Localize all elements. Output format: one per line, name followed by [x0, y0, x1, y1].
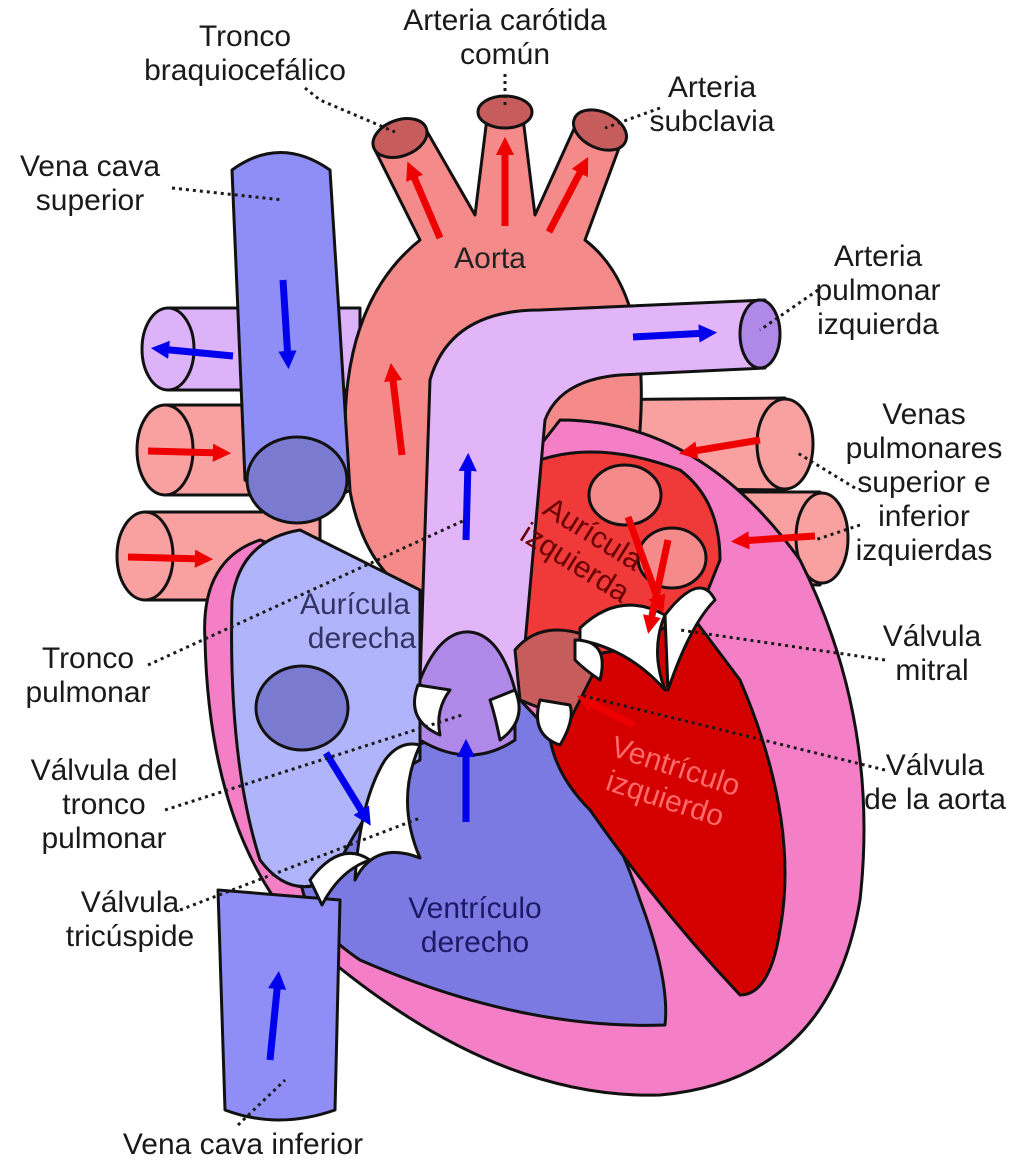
svg-text:Tronco: Tronco: [199, 20, 291, 53]
svg-text:superior: superior: [36, 184, 144, 217]
flow-arrow: [283, 280, 288, 360]
label-arteria-subclavia: Arteria subclavia: [649, 71, 774, 138]
svg-text:Arteria: Arteria: [668, 71, 757, 104]
svg-text:tricúspide: tricúspide: [66, 920, 194, 953]
svg-text:común: común: [460, 38, 550, 71]
svg-text:Válvula: Válvula: [886, 749, 985, 782]
svg-text:Válvula del: Válvula del: [31, 754, 178, 787]
svg-text:tronco: tronco: [62, 788, 145, 821]
svg-text:derecha: derecha: [308, 622, 417, 655]
label-auricula-derecha: Aurícula derecha: [300, 588, 417, 655]
label-venas-pulmonares: Venas pulmonares superior e inferior izq…: [846, 398, 1003, 567]
svg-text:de la aorta: de la aorta: [864, 783, 1006, 816]
label-ventriculo-derecho: Ventrículo derecho: [408, 892, 541, 959]
flow-arrow: [633, 333, 708, 337]
svg-text:Ventrículo: Ventrículo: [408, 892, 541, 925]
svg-text:mitral: mitral: [895, 654, 968, 687]
label-valvula-aorta: Válvula de la aorta: [864, 749, 1006, 816]
label-valvula-mitral: Válvula mitral: [883, 620, 982, 687]
svg-text:Tronco: Tronco: [42, 642, 134, 675]
left-pulmonary-artery-opening: [740, 300, 780, 368]
svg-text:izquierdas: izquierdas: [856, 534, 993, 567]
flow-arrow: [128, 557, 204, 559]
label-valvula-tricuspide: Válvula tricúspide: [66, 886, 194, 953]
svg-text:Aurícula: Aurícula: [300, 588, 410, 621]
svg-text:izquierda: izquierda: [817, 308, 939, 341]
svg-text:subclavia: subclavia: [649, 105, 774, 138]
flow-arrow: [740, 536, 815, 541]
label-arteria-pulmonar-izquierda: Arteria pulmonar izquierda: [815, 240, 940, 341]
svg-text:Arteria: Arteria: [834, 240, 923, 273]
label-vena-cava-inferior: Vena cava inferior: [123, 1128, 363, 1161]
label-tronco-pulmonar: Tronco pulmonar: [25, 642, 150, 709]
label-aorta: Aorta: [454, 242, 526, 275]
svg-text:Válvula: Válvula: [81, 886, 180, 919]
label-arteria-carotida-comun: Arteria carótida común: [403, 4, 607, 71]
svg-text:inferior: inferior: [878, 500, 970, 533]
pulmonary-vein-opening-upper: [589, 465, 661, 525]
svg-text:braquiocefálico: braquiocefálico: [144, 54, 346, 87]
svg-text:Arteria carótida: Arteria carótida: [403, 4, 607, 37]
svg-text:Venas: Venas: [882, 398, 965, 431]
label-vena-cava-superior: Vena cava superior: [20, 150, 160, 217]
svg-text:pulmonar: pulmonar: [815, 274, 940, 307]
flow-arrow: [466, 462, 468, 540]
label-valvula-tronco-pulmonar: Válvula del tronco pulmonar: [31, 754, 178, 855]
svg-text:pulmonares: pulmonares: [846, 432, 1003, 465]
svg-text:derecho: derecho: [421, 926, 529, 959]
svg-text:pulmonar: pulmonar: [41, 822, 166, 855]
flow-arrow: [148, 451, 222, 453]
label-tronco-braquiocefalico: Tronco braquiocefálico: [144, 20, 346, 87]
svg-text:Vena cava: Vena cava: [20, 150, 160, 183]
svg-text:superior e: superior e: [857, 466, 990, 499]
svg-text:pulmonar: pulmonar: [25, 676, 150, 709]
svg-text:Válvula: Válvula: [883, 620, 982, 653]
coronary-sinus-opening: [256, 666, 348, 750]
